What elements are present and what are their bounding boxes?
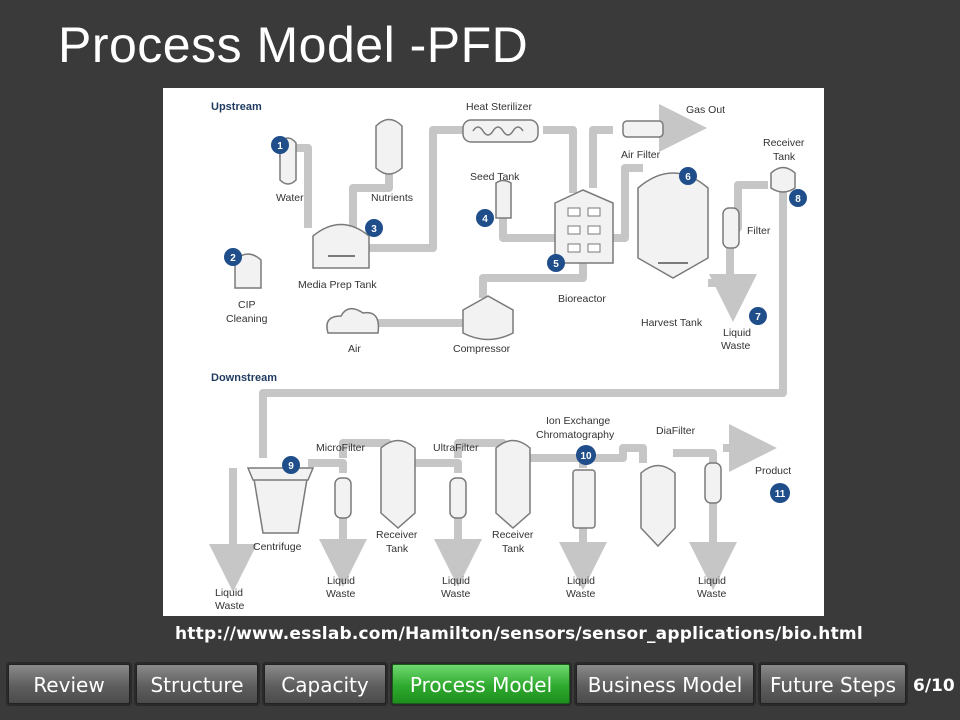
label-centrifuge: Centrifuge	[253, 541, 302, 553]
label-liquid-up: Liquid	[723, 327, 751, 339]
heat-sterilizer	[462, 119, 539, 143]
slide-nav-bar: Review Structure Capacity Process Model …	[0, 660, 960, 710]
label-air: Air	[348, 343, 361, 355]
step-badge-2: 2	[224, 248, 242, 266]
svg-text:11: 11	[775, 489, 786, 500]
page-number: 6/10	[913, 676, 955, 696]
air-cloud	[326, 307, 380, 334]
ion-exchange-column	[572, 469, 596, 529]
microfilter	[334, 477, 352, 519]
nav-tab-future-steps[interactable]: Future Steps	[760, 664, 906, 704]
label-liquid-3: Liquid	[442, 575, 470, 587]
label-compressor: Compressor	[453, 343, 511, 355]
label-ion-exchange: Ion Exchange	[546, 415, 610, 427]
label-gas-out: Gas Out	[686, 104, 725, 116]
seed-tank	[495, 179, 512, 219]
source-url-text: http://www.esslab.com/Hamilton/sensors/s…	[175, 624, 863, 644]
label-water: Water	[276, 192, 304, 204]
svg-text:6: 6	[685, 172, 691, 183]
step-badge-10: 10	[576, 445, 596, 465]
media-prep-tank	[312, 223, 370, 269]
label-cip: CIP	[238, 299, 256, 311]
label-waste-1: Waste	[215, 600, 245, 612]
label-waste-up: Waste	[721, 340, 751, 352]
step-badge-3: 3	[365, 219, 383, 237]
svg-text:5: 5	[553, 259, 559, 270]
centrifuge	[246, 467, 315, 534]
label-liquid-5: Liquid	[698, 575, 726, 587]
svg-text:4: 4	[482, 214, 488, 225]
label-media-prep-tank: Media Prep Tank	[298, 279, 377, 291]
label-liquid-4: Liquid	[567, 575, 595, 587]
label-receiver-1: Receiver	[376, 529, 418, 541]
label-receiver-2: Receiver	[492, 529, 534, 541]
svg-text:7: 7	[755, 312, 761, 323]
nav-tab-business-model[interactable]: Business Model	[576, 664, 754, 704]
step-badge-6: 6	[679, 167, 697, 185]
label-seed-tank: Seed Tank	[470, 171, 520, 183]
step-badge-8: 8	[789, 189, 807, 207]
step-badge-11: 11	[770, 483, 790, 503]
step-badge-7: 7	[749, 307, 767, 325]
nutrients-tank	[375, 118, 403, 175]
upstream-label: Upstream	[211, 101, 262, 113]
label-liquid-1: Liquid	[215, 587, 243, 599]
svg-text:9: 9	[288, 461, 294, 472]
svg-text:1: 1	[277, 141, 283, 152]
label-cleaning: Cleaning	[226, 313, 268, 325]
label-heat-sterilizer: Heat Sterilizer	[466, 101, 532, 113]
label-diafilter: DiaFilter	[656, 425, 696, 437]
svg-text:8: 8	[795, 194, 801, 205]
upstream-pipes	[259, 104, 787, 458]
label-receiver-upstream: Receiver	[763, 137, 805, 149]
ultrafilter	[449, 477, 467, 519]
nav-tab-structure[interactable]: Structure	[136, 664, 258, 704]
filter-upstream	[722, 207, 740, 249]
slide-title: Process Model -PFD	[58, 17, 529, 73]
downstream-pipes	[209, 424, 777, 592]
label-waste-3: Waste	[441, 588, 471, 600]
label-ultrafilter: UltraFilter	[433, 442, 479, 454]
label-chromatography: Chromatography	[536, 429, 615, 441]
svg-text:10: 10	[580, 451, 592, 462]
label-waste-4: Waste	[566, 588, 596, 600]
product-filter	[704, 462, 722, 504]
downstream-label: Downstream	[211, 372, 277, 384]
label-microfilter: MicroFilter	[316, 442, 366, 454]
label-bioreactor: Bioreactor	[558, 293, 606, 305]
bioreactor	[554, 189, 614, 264]
receiver-tank-upstream	[770, 166, 796, 193]
step-badge-4: 4	[476, 209, 494, 227]
label-harvest-tank: Harvest Tank	[641, 317, 703, 329]
label-filter-upstream: Filter	[747, 225, 771, 237]
process-flow-diagram: Upstream Downstream Water Nutrients Medi…	[163, 88, 824, 616]
nav-tab-capacity[interactable]: Capacity	[264, 664, 386, 704]
label-nutrients: Nutrients	[371, 192, 413, 204]
receiver-tank-1	[380, 439, 416, 530]
receiver-tank-2	[495, 439, 531, 530]
label-waste-5: Waste	[697, 588, 727, 600]
compressor	[462, 295, 514, 341]
svg-text:3: 3	[371, 224, 377, 235]
step-badge-1: 1	[271, 136, 289, 154]
label-waste-2: Waste	[326, 588, 356, 600]
diafilter-vessel	[640, 464, 676, 548]
svg-text:2: 2	[230, 253, 236, 264]
label-liquid-2: Liquid	[327, 575, 355, 587]
air-filter	[622, 120, 664, 138]
label-tank-1: Tank	[386, 543, 409, 555]
step-badge-9: 9	[282, 456, 300, 474]
label-tank-upstream: Tank	[773, 151, 796, 163]
harvest-tank	[637, 172, 709, 279]
nav-tab-review[interactable]: Review	[8, 664, 130, 704]
label-air-filter: Air Filter	[621, 149, 661, 161]
step-badge-5: 5	[547, 254, 565, 272]
label-tank-2: Tank	[502, 543, 525, 555]
nav-tab-process-model[interactable]: Process Model	[392, 664, 570, 704]
label-product: Product	[755, 465, 791, 477]
